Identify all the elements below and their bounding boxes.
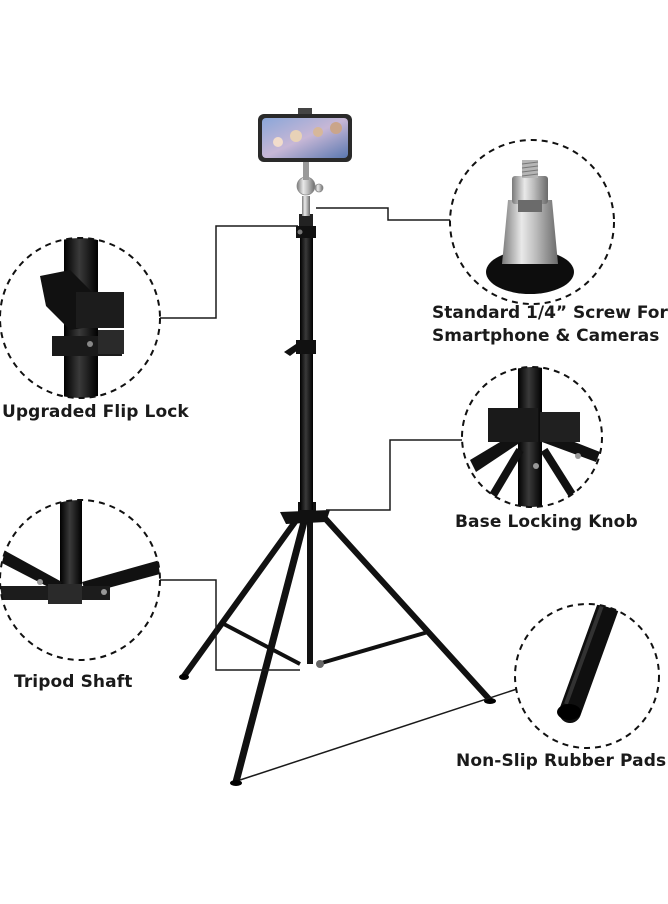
tripod-shaft-detail [0, 499, 161, 661]
locking-knob-detail [461, 366, 603, 508]
rubber-pads-label: Non-Slip Rubber Pads [456, 751, 667, 771]
base-knob-label: Base Locking Knob [455, 512, 638, 532]
flip-lock-label: Upgraded Flip Lock [2, 402, 189, 422]
screw-detail [449, 139, 615, 305]
flip-lock-detail [0, 237, 161, 399]
rubber-pad-detail [514, 603, 660, 749]
tripod-stand [179, 108, 496, 786]
phone-screen [262, 118, 348, 158]
screw-label: Standard 1/4” Screw For Smartphone & Cam… [432, 302, 668, 348]
screw-label-line1: Standard 1/4” Screw For [432, 303, 668, 323]
screw-label-line2: Smartphone & Cameras [432, 326, 660, 346]
leader-lines [160, 207, 521, 781]
tripod-shaft-label: Tripod Shaft [14, 672, 133, 692]
